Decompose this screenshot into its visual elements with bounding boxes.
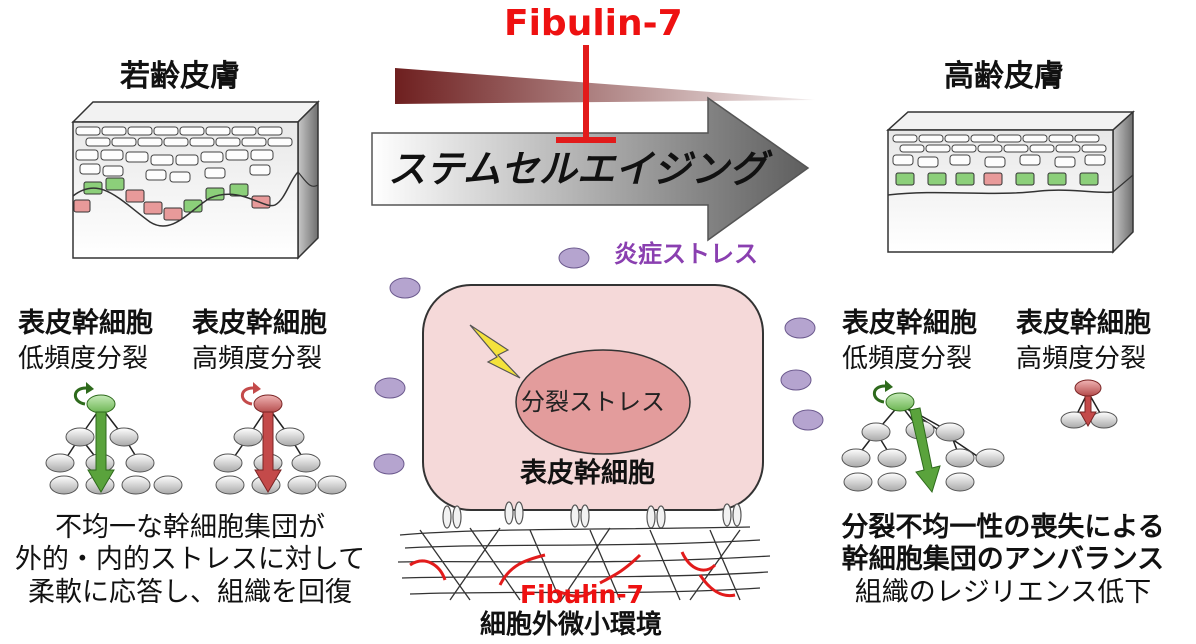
old-skin-block — [886, 110, 1135, 254]
left-col2-sub: 高頻度分裂 — [192, 344, 323, 374]
stem-cell-label: 表皮幹細胞 — [520, 458, 655, 489]
left-desc-line-3: 柔軟に応答し、組織を回復 — [28, 576, 352, 608]
right-desc-line-2: 幹細胞集団のアンバランス — [841, 544, 1165, 576]
fibulin-top-label: Fibulin-7 — [504, 3, 683, 44]
inflammation-particles — [373, 247, 824, 475]
right-col1-sub: 低頻度分裂 — [842, 344, 973, 374]
right-desc-line-3: 組織のレジリエンス低下 — [854, 576, 1152, 608]
membrane-receptors — [442, 501, 742, 529]
left-col1-sub: 低頻度分裂 — [18, 344, 149, 374]
inhibition-icon — [556, 45, 616, 143]
right-desc-line-1: 分裂不均一性の喪失による — [841, 512, 1165, 543]
inflammation-label: 炎症ストレス — [614, 240, 758, 268]
old-skin-title: 高齢皮膚 — [944, 59, 1064, 94]
left-description: 不均一な幹細胞集団が 外的・内的ストレスに対して 柔軟に応答し、組織を回復 — [0, 512, 380, 609]
right-col2-title: 表皮幹細胞 — [1016, 308, 1151, 339]
left-desc-line-1: 不均一な幹細胞集団が — [55, 512, 325, 543]
left-col1-title: 表皮幹細胞 — [18, 308, 153, 339]
microenvironment-label: 細胞外微小環境 — [480, 610, 663, 640]
right-col1-title: 表皮幹細胞 — [842, 308, 977, 339]
right-col2-sub: 高頻度分裂 — [1016, 344, 1147, 374]
right-description: 分裂不均一性の喪失による 幹細胞集団のアンバランス 組織のレジリエンス低下 — [810, 512, 1196, 609]
fibulin-fibers — [409, 551, 736, 598]
stem-cell-nucleus — [515, 349, 691, 455]
division-stress-label: 分裂ストレス — [521, 388, 665, 416]
fibulin-gradient-wedge — [395, 68, 815, 104]
right-low-frequency-lineage — [841, 380, 1005, 494]
young-skin-title: 若齢皮膚 — [120, 59, 240, 94]
self-renew-arrow-icon — [73, 386, 87, 406]
left-desc-line-2: 外的・内的ストレスに対して — [14, 544, 366, 576]
young-skin-block — [71, 100, 320, 260]
stem-cell-aging-arrow — [371, 96, 810, 242]
right-high-frequency-lineage — [1060, 379, 1118, 429]
lightning-icon — [469, 324, 521, 379]
fibulin-bottom-label: Fibulin-7 — [520, 580, 645, 609]
left-low-frequency-lineage — [45, 382, 183, 495]
left-high-frequency-lineage — [213, 382, 347, 495]
stem-cell-aging-label: ステムセルエイジング — [388, 147, 767, 191]
left-col2-title: 表皮幹細胞 — [192, 308, 327, 339]
